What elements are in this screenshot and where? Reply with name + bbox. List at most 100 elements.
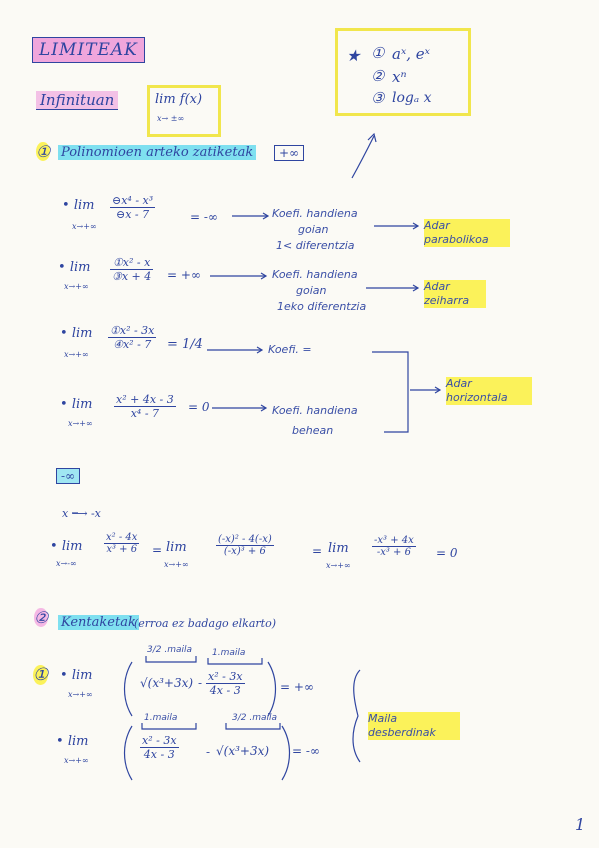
row4-result: = 0	[188, 400, 210, 414]
root1-den: 4x - 3	[209, 684, 241, 697]
root1-top2: 1.maila	[212, 648, 246, 658]
row4-note2: behean	[292, 424, 334, 437]
minus-lim2: lim	[166, 540, 187, 555]
root2-frac: x² - 3x 4x - 3	[140, 734, 179, 761]
minus-sub1: x→-∞	[56, 559, 77, 568]
minus-lim3: lim	[328, 541, 349, 556]
row2-sub: x→+∞	[64, 282, 89, 291]
row4-note1: Koefi. handiena	[272, 404, 358, 417]
root1-top1: 3/2 .maila	[147, 645, 193, 655]
minus-eq2: =	[312, 544, 323, 558]
row2-label: Adar zeiharra	[424, 280, 486, 308]
row4-den: x⁴ - 7	[130, 407, 160, 420]
minus-frac1-num: x² - 4x	[104, 532, 140, 544]
star-item-1: aˣ, eˣ	[392, 45, 431, 63]
minus-frac2-den: (-x)³ + 6	[223, 546, 266, 557]
row1-den: ⊖x - 7	[116, 208, 150, 221]
row2-lim: • lim	[58, 260, 91, 275]
section2-title: Kentaketak	[58, 615, 139, 630]
star-item-2-num: ②	[371, 67, 385, 85]
star-item-1-num: ①	[371, 44, 385, 62]
row4-lim: • lim	[60, 397, 93, 412]
root1-minus: -	[198, 676, 203, 690]
root2-lim: • lim	[56, 734, 89, 749]
root2-term1: √(x³+3x)	[216, 744, 270, 758]
row1-fraction: ⊖x⁴ - x³ ⊖x - 7	[110, 194, 156, 221]
star-item-3: logₐ x	[392, 90, 432, 106]
minus-frac1-den: x³ + 6	[106, 544, 138, 555]
row2-num: ①x² - x	[110, 256, 154, 270]
root1-result: = +∞	[280, 680, 314, 694]
section1-title: Polinomioen arteko zatiketak	[58, 145, 257, 160]
row2-note1: Koefi. handiena	[272, 268, 358, 281]
row3-den: ④x² - 7	[113, 338, 152, 351]
page-number: 1	[575, 815, 586, 834]
lim-fx-sub: x→ ±∞	[157, 114, 185, 123]
minus-result: = 0	[436, 546, 458, 560]
row3-lim: • lim	[60, 326, 93, 341]
root1-sub: x→+∞	[68, 690, 93, 699]
row2-result: = +∞	[167, 268, 201, 282]
lim-fx: lim f(x)	[155, 92, 203, 107]
section1-number: ①	[36, 142, 51, 161]
root2-top2: 3/2 .maila	[232, 713, 278, 723]
row1-lim: • lim	[62, 198, 95, 213]
row2-note2: goian	[296, 284, 327, 297]
minus-frac3-den: -x³ + 6	[376, 547, 411, 558]
row1-num: ⊖x⁴ - x³	[110, 194, 156, 208]
root2-sub: x→+∞	[64, 756, 89, 765]
root2-den: 4x - 3	[143, 748, 175, 761]
row3-num: ①x² - 3x	[108, 324, 157, 338]
root2-num: x² - 3x	[140, 734, 179, 748]
root2-result: = -∞	[292, 744, 320, 758]
minus-frac3: -x³ + 4x -x³ + 6	[372, 535, 416, 558]
row1-note3: 1< diferentzia	[276, 239, 355, 252]
star-box	[335, 28, 471, 116]
row1-sub: x→+∞	[72, 222, 97, 231]
roots-label: Maila desberdinak	[368, 712, 460, 740]
root2-top1: 1.maila	[144, 713, 178, 723]
minus-frac3-num: -x³ + 4x	[372, 535, 416, 547]
minus-frac2-num: (-x)² - 4(-x)	[216, 534, 274, 546]
minus-sub3: x→+∞	[326, 561, 351, 570]
star-item-2: xⁿ	[392, 68, 407, 86]
row1-result: = -∞	[190, 210, 218, 224]
row3-note1: Koefi. =	[268, 343, 312, 356]
section1-tag: +∞	[274, 145, 305, 161]
section2-number: ②	[34, 608, 49, 627]
minus-sub2: x→+∞	[164, 560, 189, 569]
root2-minus: -	[206, 745, 211, 759]
row3-fraction: ①x² - 3x ④x² - 7	[108, 324, 157, 351]
star-item-3-num: ③	[371, 89, 385, 107]
row4-fraction: x² + 4x - 3 x⁴ - 7	[114, 393, 176, 420]
row1-label: Adar parabolikoa	[424, 219, 510, 247]
row4-sub: x→+∞	[68, 419, 93, 428]
section2-paren: (erroa ez badago elkarto)	[134, 617, 277, 630]
horizontal-label: Adar horizontala	[446, 377, 532, 405]
row2-fraction: ①x² - x ③x + 4	[110, 256, 154, 283]
minus-frac1: x² - 4x x³ + 6	[104, 532, 140, 555]
lim-fx-box	[147, 85, 221, 137]
minus-inf-map: x ⟶ -x	[62, 507, 101, 520]
row4-num: x² + 4x - 3	[114, 393, 176, 407]
minus-lim1: • lim	[50, 539, 83, 554]
row3-result: = 1/4	[167, 337, 203, 352]
infinituan-label: Infinituan	[36, 91, 119, 110]
minus-eq1: =	[152, 543, 163, 557]
root1-term1: √(x³+3x)	[140, 676, 194, 690]
minus-frac2: (-x)² - 4(-x) (-x)³ + 6	[216, 534, 274, 557]
row1-note1: Koefi. handiena	[272, 207, 358, 220]
page-title: LIMITEAK	[32, 37, 145, 63]
minus-inf-tag: -∞	[56, 468, 81, 484]
root1-lim: • lim	[60, 668, 93, 683]
row1-note2: goian	[298, 223, 329, 236]
root1-frac: x² - 3x 4x - 3	[206, 670, 245, 697]
root1-num: x² - 3x	[206, 670, 245, 684]
root1-marker: ①	[33, 665, 49, 685]
row2-note3: 1eko diferentzia	[277, 300, 367, 313]
star-icon: ★	[346, 46, 361, 65]
row3-sub: x→+∞	[64, 350, 89, 359]
row2-den: ③x + 4	[112, 270, 152, 283]
